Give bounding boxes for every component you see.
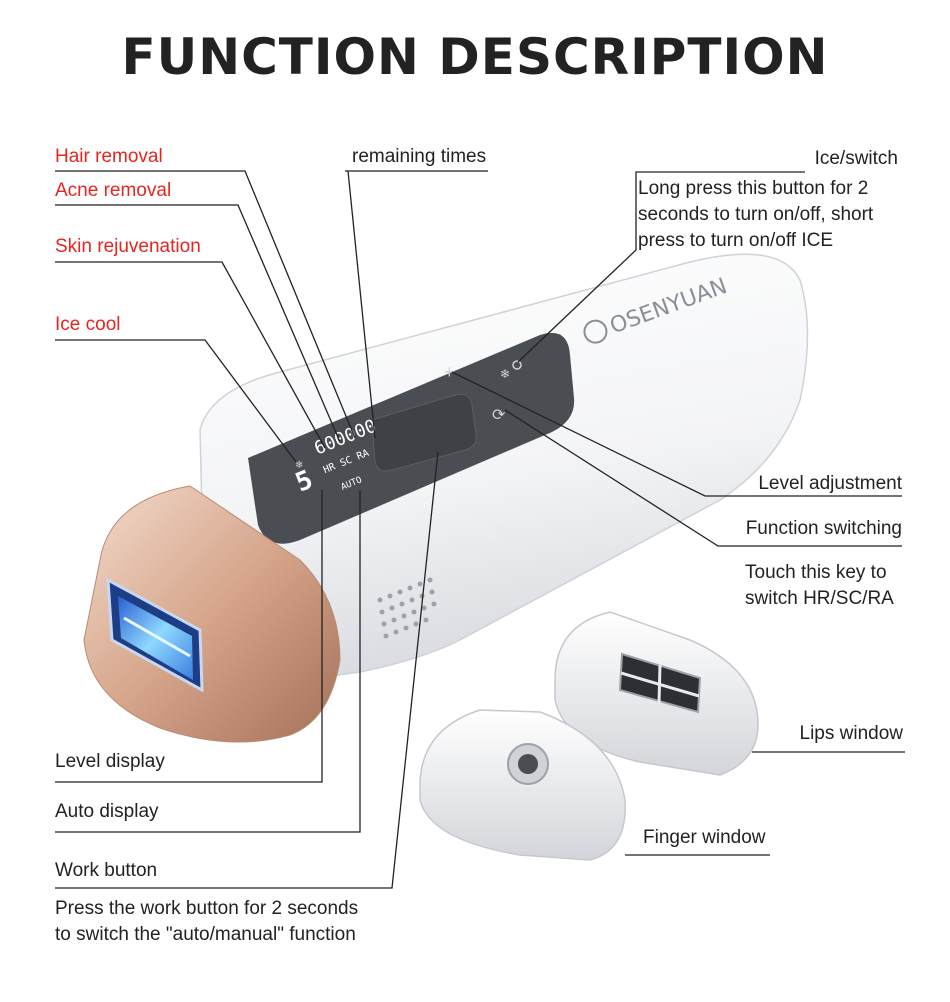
flash-lamp [118,596,193,680]
work-button-desc-line1: Press the work button for 2 seconds [55,898,359,919]
brand-logo-icon [583,319,608,344]
power-icon [512,360,522,370]
label-ice-switch: Ice/switch [814,148,898,169]
label-hair-removal: Hair removal [55,146,163,167]
label-function-switching: Function switching [745,518,902,539]
function-switching-desc-line1: Touch this key to [745,562,887,583]
label-ice-cool: Ice cool [55,314,121,335]
page-title: FUNCTION DESCRIPTION [121,28,829,86]
label-lips-window: Lips window [799,723,904,744]
label-remaining-times: remaining times [352,146,487,167]
label-acne-removal: Acne removal [55,180,172,201]
ice-cool-icon: ❄ [295,460,303,471]
label-level-display: Level display [55,751,165,772]
rose-gold-head [83,485,341,743]
finger-window-cap [419,709,626,861]
switch-icon: ⟳ [492,407,506,424]
work-button-description: Press the work button for 2 seconds to s… [55,896,358,948]
ice-switch-description: Long press this button for 2 seconds to … [638,176,873,254]
ice-switch-desc-line1: Long press this button for 2 [638,178,869,199]
label-skin-rejuvenation: Skin rejuvenation [55,236,201,257]
label-finger-window: Finger window [643,827,766,848]
work-button-desc-line2: to switch the "auto/manual" function [55,924,356,945]
lamp-highlight [123,616,191,658]
label-level-adjustment: Level adjustment [758,473,902,494]
ice-switch-desc-line3: press to turn on/off ICE [638,230,834,251]
ice-switch-desc-line2: seconds to turn on/off, short [638,204,874,225]
label-work-button: Work button [55,860,158,881]
callout-lines [55,170,905,889]
function-switching-description: Touch this key to switch HR/SC/RA [745,560,894,612]
function-switching-desc-line2: switch HR/SC/RA [745,588,894,609]
plus-icon: + [444,362,455,382]
vent-grille [377,577,437,639]
work-button-shape [371,394,477,472]
snowflake-icon: ❄ [500,367,510,381]
label-auto-display: Auto display [55,801,159,822]
